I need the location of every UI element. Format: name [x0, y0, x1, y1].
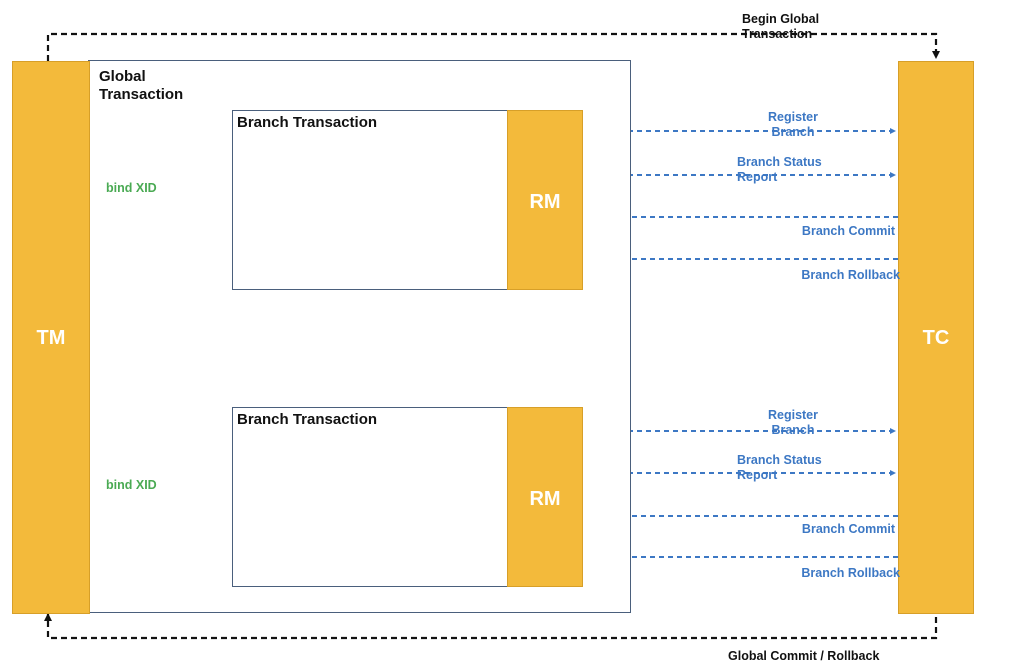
global-transaction-title-line-1: Global: [99, 68, 146, 85]
global-commit-rollback-edge: [44, 613, 938, 640]
branch-commit-label-bottom: Branch Commit: [801, 522, 895, 536]
branch-status-label-top-line-2: Report: [737, 170, 778, 184]
branch-transaction-box-top: [232, 110, 509, 290]
tm-node: TM: [12, 61, 90, 614]
tc-label: TC: [922, 327, 950, 349]
global-commit-rollback-label: Global Commit / Rollback: [728, 649, 880, 663]
tc-node: TC: [898, 61, 974, 614]
branch-status-label-bottom-line-2: Report: [737, 468, 778, 482]
register-branch-label-bottom-line-1: Register: [767, 408, 819, 422]
global-transaction-title-line-2: Transaction: [99, 86, 184, 103]
branch-rollback-label-bottom: Branch Rollback: [801, 566, 900, 580]
rm-label-bottom: RM: [529, 488, 561, 510]
tm-label: TM: [36, 327, 66, 349]
bind-xid-label-top: bind XID: [106, 181, 157, 195]
branch-commit-label-top: Branch Commit: [801, 224, 895, 238]
rm-label-top: RM: [529, 191, 561, 213]
global-transaction-title: Global Transaction: [99, 68, 183, 104]
begin-global-edge: [46, 32, 940, 61]
rm-node-bottom: RM: [507, 407, 583, 587]
register-branch-label-bottom-line-2: Branch: [771, 423, 815, 437]
register-branch-label-top-line-1: Register: [767, 110, 819, 124]
branch-transaction-box-bottom: [232, 407, 509, 587]
branch-status-label-bottom-line-1: Branch Status: [737, 453, 822, 467]
register-branch-label-top: Register Branch: [743, 110, 843, 140]
branch-status-label-bottom: Branch Status Report: [737, 453, 822, 483]
register-branch-label-top-line-2: Branch: [771, 125, 815, 139]
register-branch-label-bottom: Register Branch: [743, 408, 843, 438]
begin-global-label: Begin Global Transaction: [742, 12, 819, 42]
branch-transaction-title-top: Branch Transaction: [237, 114, 378, 131]
branch-status-label-top: Branch Status Report: [737, 155, 822, 185]
branch-rollback-label-top: Branch Rollback: [801, 268, 900, 282]
begin-global-label-line-1: Begin Global: [742, 12, 820, 26]
branch-status-label-top-line-1: Branch Status: [737, 155, 822, 169]
begin-global-label-line-2: Transaction: [742, 27, 813, 41]
bind-xid-label-bottom: bind XID: [106, 478, 157, 492]
branch-transaction-title-bottom: Branch Transaction: [237, 411, 378, 428]
rm-node-top: RM: [507, 110, 583, 290]
